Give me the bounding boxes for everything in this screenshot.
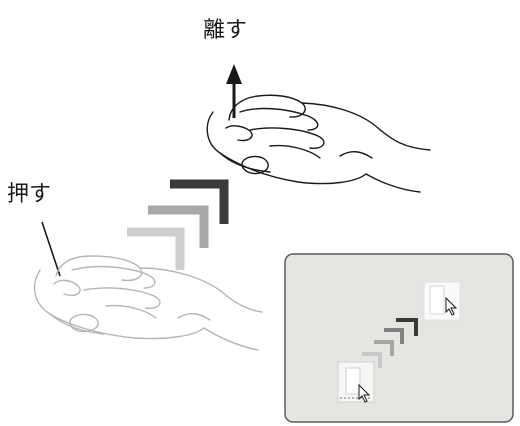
chevron-up-right-icon: [127, 184, 224, 270]
palm-crease: [340, 152, 372, 158]
inset-background: [285, 254, 513, 422]
finger-middle: [240, 109, 318, 130]
finger-little-faded: [106, 306, 156, 318]
finger-ring: [250, 128, 324, 148]
hand-on-mouse-pressed: [35, 256, 262, 350]
mouse-body-outline: [207, 112, 366, 184]
finger-tip-faded: [54, 280, 80, 295]
mouse-side-line: [220, 153, 270, 172]
screen-inset-panel: [285, 254, 513, 422]
finger-middle-faded: [72, 267, 155, 288]
finger-index-pressed: [56, 256, 142, 280]
chevron-dark: [170, 184, 224, 224]
finger-little: [270, 146, 320, 158]
wrist-bottom: [366, 174, 420, 192]
finger-ring-faded: [84, 288, 160, 308]
arrow-up-icon: [226, 64, 242, 118]
hand-on-mouse-released: [207, 95, 430, 192]
window-end-position: [424, 282, 460, 320]
hand-back: [302, 103, 430, 150]
window-start-position: [338, 362, 374, 402]
palm-crease-faded: [178, 314, 210, 320]
wrist-bottom-faded: [204, 328, 258, 350]
finger-tip: [226, 126, 252, 141]
press-pointer-line: [42, 222, 60, 276]
finger-index-raised: [229, 95, 305, 120]
